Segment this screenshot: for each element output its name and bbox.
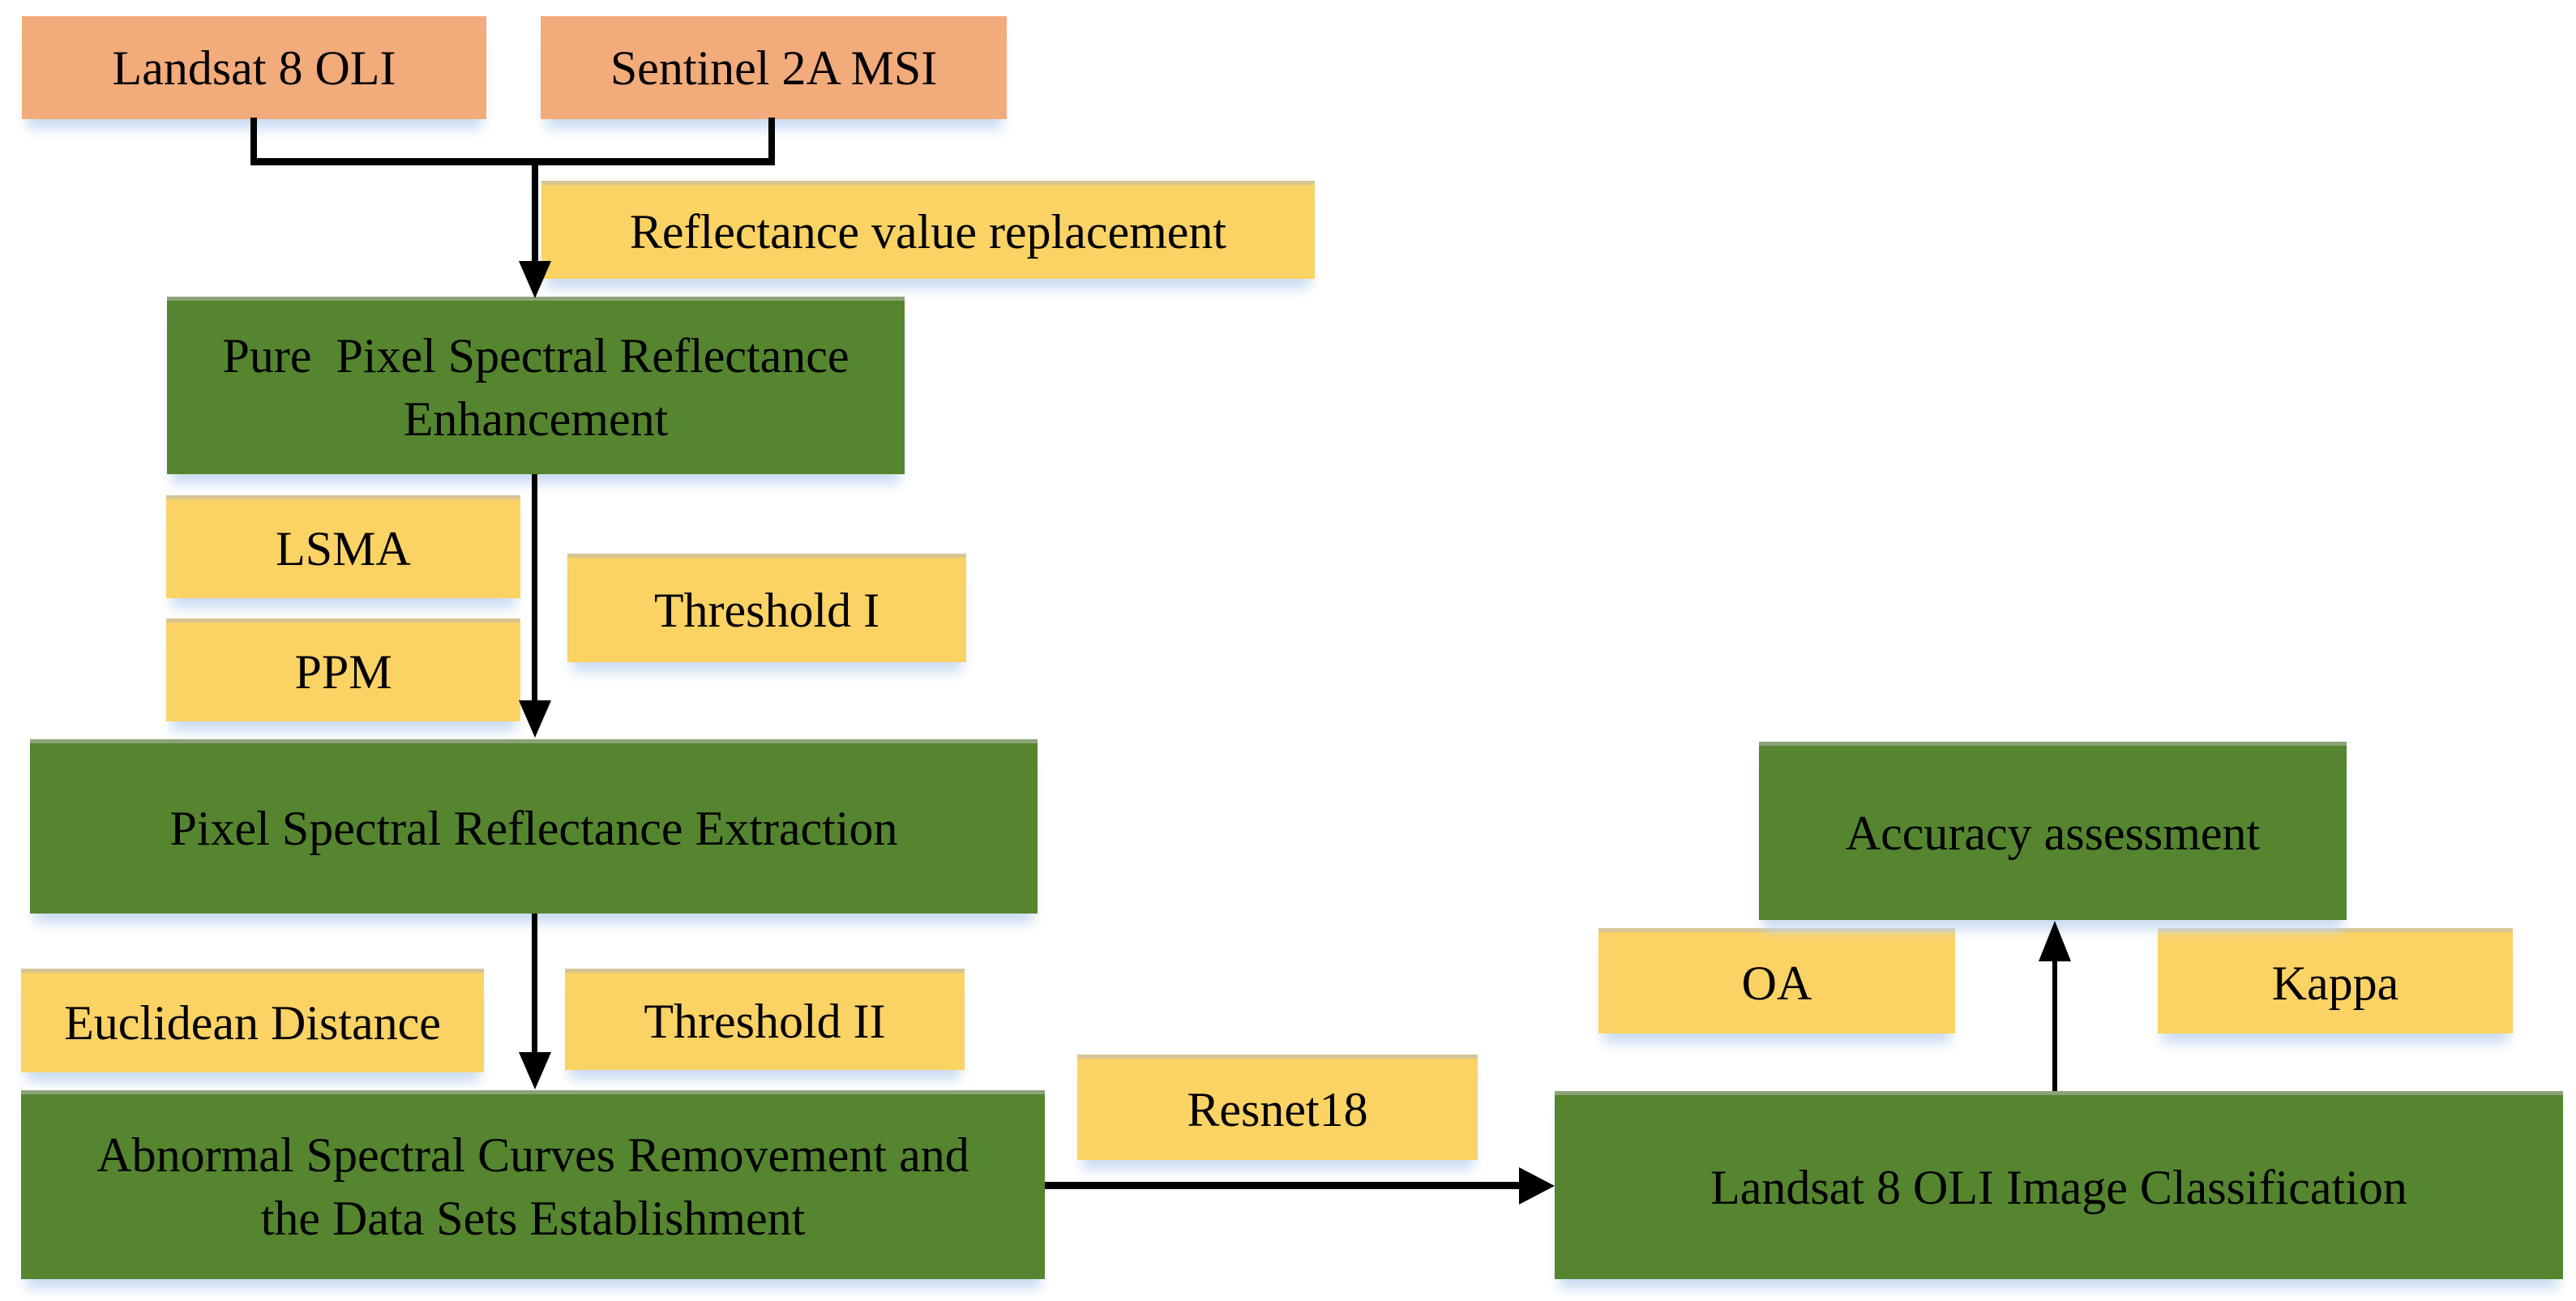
- node-oa: OA: [1598, 928, 1955, 1034]
- node-pixel-spectral-extraction: Pixel Spectral Reflectance Extraction: [30, 739, 1038, 914]
- node-reflectance-value-replacement: Reflectance value replacement: [541, 181, 1315, 279]
- node-lsma: LSMA: [166, 495, 520, 598]
- node-sentinel-2a-msi-label: Sentinel 2A MSI: [610, 41, 938, 95]
- node-euclidean-distance: Euclidean Distance: [21, 969, 484, 1072]
- connector-extraction-to-abnormal: [532, 914, 537, 1055]
- connector-classification-to-accuracy: [2052, 956, 2057, 1091]
- node-kappa-label: Kappa: [2271, 956, 2399, 1010]
- connector-enhancement-to-extraction: [532, 474, 537, 704]
- node-landsat-8-oli-label: Landsat 8 OLI: [112, 41, 396, 95]
- node-accuracy-assessment-label: Accuracy assessment: [1845, 806, 2261, 860]
- node-ppm-label: PPM: [294, 645, 392, 699]
- node-oa-label: OA: [1741, 956, 1812, 1010]
- node-kappa: Kappa: [2158, 928, 2513, 1034]
- down-arrowhead-icon: [519, 1052, 551, 1089]
- connector-abnormal-to-classification: [1045, 1182, 1521, 1189]
- node-accuracy-assessment: Accuracy assessment: [1759, 742, 2347, 920]
- node-ppm: PPM: [166, 618, 520, 721]
- node-resnet18-label: Resnet18: [1187, 1082, 1368, 1136]
- node-landsat-8-oli: Landsat 8 OLI: [22, 16, 486, 119]
- down-arrowhead-icon: [519, 261, 551, 298]
- node-threshold-1: Threshold I: [567, 554, 966, 662]
- node-threshold-2-label: Threshold II: [644, 995, 886, 1048]
- node-sentinel-2a-msi: Sentinel 2A MSI: [541, 16, 1007, 119]
- node-euclidean-distance-label: Euclidean Distance: [64, 995, 441, 1050]
- node-pixel-spectral-extraction-label: Pixel Spectral Reflectance Extraction: [169, 802, 898, 855]
- connector-sentinel-stub: [768, 118, 775, 165]
- node-resnet18: Resnet18: [1077, 1055, 1478, 1160]
- connector-sources-bracket: [250, 158, 775, 165]
- node-landsat-image-classification-label: Landsat 8 OLI Image Classification: [1710, 1160, 2407, 1214]
- node-threshold-2: Threshold II: [565, 969, 965, 1070]
- node-landsat-image-classification: Landsat 8 OLI Image Classification: [1555, 1091, 2563, 1279]
- node-threshold-1-label: Threshold I: [653, 583, 880, 637]
- up-arrowhead-icon: [2039, 921, 2071, 961]
- node-reflectance-value-replacement-label: Reflectance value replacement: [629, 205, 1227, 259]
- node-lsma-label: LSMA: [276, 522, 411, 576]
- connector-sources-drop: [532, 158, 538, 264]
- connector-landsat-stub: [250, 118, 257, 165]
- right-arrowhead-icon: [1519, 1167, 1555, 1205]
- down-arrowhead-icon: [519, 700, 551, 738]
